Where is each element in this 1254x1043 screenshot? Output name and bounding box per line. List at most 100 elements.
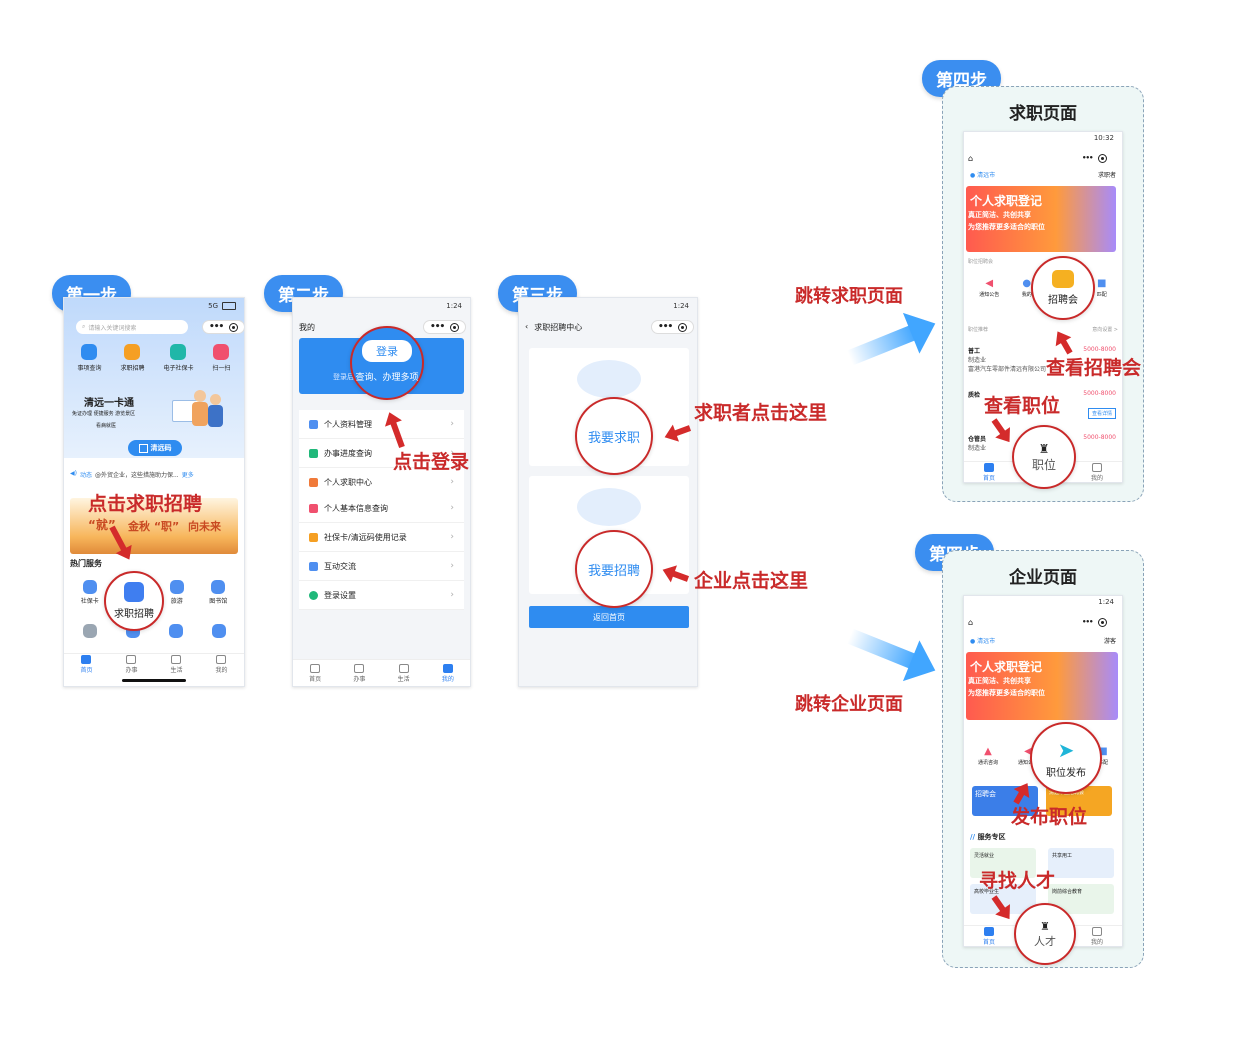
back-home-button[interactable]: 返回首页 (529, 606, 689, 628)
callout-login[interactable]: 登录 查询、办理多项 (350, 326, 424, 400)
tab-mine[interactable]: 我的 (1091, 926, 1103, 946)
menu-item-interaction[interactable]: 互动交流› (299, 552, 464, 581)
back-arrow-icon[interactable]: ‹ (525, 322, 529, 331)
tab-home[interactable]: 首页 (983, 462, 995, 482)
icon-match[interactable]: ■匹配 (1097, 746, 1108, 766)
tab-home[interactable]: 首页 (309, 663, 321, 683)
chevron-right-icon: › (450, 419, 454, 429)
job-fair-icon (1052, 270, 1074, 288)
menu-item-usage-record[interactable]: 社保卡/清远码使用记录› (299, 523, 464, 552)
annotation-company: 企业点击这里 (694, 570, 809, 592)
callout-job-tab[interactable]: ♜ 职位 (1012, 425, 1076, 489)
login-button[interactable]: 登录 (362, 340, 412, 362)
svc-shared[interactable]: 共享用工 (1048, 848, 1114, 878)
menu-item-login-settings[interactable]: 登录设置› (299, 581, 464, 610)
progress-icon (309, 448, 318, 458)
service-library[interactable]: 图书馆 (209, 580, 227, 605)
icon-consult[interactable]: ▲通讯咨询 (977, 746, 998, 766)
user-icon (442, 663, 453, 673)
capsule-menu[interactable]: ••• (1082, 154, 1108, 163)
page-title: 我的 (299, 323, 315, 332)
company-banner[interactable]: 个人求职登记 真正简洁、共创共享 为您推荐更多适合的职位 (966, 652, 1118, 720)
match-icon: ■ (1097, 278, 1107, 289)
settings-icon (309, 590, 318, 600)
calendar-icon (126, 654, 137, 664)
tab-bar: 首页 办事 生活 我的 (64, 653, 244, 674)
callout-seek[interactable]: 我要求职 (575, 397, 653, 475)
page-title: 求职招聘中心 (534, 323, 583, 332)
more-icon: ••• (209, 322, 224, 332)
search-input[interactable]: ⌕请输入关键词搜索 (76, 320, 188, 334)
home-icon[interactable]: ⌂ (968, 154, 974, 163)
more-icon: ••• (430, 322, 445, 332)
tab-life[interactable]: 生活 (170, 654, 183, 674)
capsule-menu[interactable]: ••• (423, 320, 467, 334)
quick-item-jobs[interactable]: 求职招聘 (120, 344, 145, 372)
tab-mine[interactable]: 我的 (215, 654, 228, 674)
city-selector[interactable]: ● 清远市 (970, 172, 996, 179)
quick-item-query[interactable]: 事项查询 (77, 344, 102, 372)
tab-mine[interactable]: 我的 (1091, 462, 1103, 482)
quick-item-scan[interactable]: 扫一扫 (212, 344, 231, 372)
news-more-link[interactable]: 更多 (181, 472, 194, 479)
more-icon: ••• (658, 322, 673, 332)
icon-mine[interactable]: ●我的 (1021, 278, 1032, 298)
icon-notice[interactable]: ◀通知公告 (1017, 746, 1038, 766)
match-icon: ■ (1098, 746, 1108, 757)
callout-recruit[interactable]: 我要招聘 (575, 530, 653, 608)
svc-flexible[interactable]: 灵活就业 (970, 848, 1036, 878)
city-selector[interactable]: ● 清远市 (970, 638, 996, 645)
job-item-2[interactable]: 质检 5000-8000 查看详情 (968, 390, 1116, 419)
icon-notice[interactable]: ◀通知公告 (979, 278, 1000, 298)
menu-item-progress[interactable]: 办事进度查询› (299, 439, 464, 468)
news-ticker[interactable]: ◀) 动态 @外贸企业，这些措施助力保... 更多 (70, 470, 238, 479)
job-item-1[interactable]: 普工 制造业 富港汽车零部件清远有限公司 5000-8000 (968, 346, 1116, 373)
service-travel[interactable]: 旅游 (169, 580, 184, 605)
tie-icon: ♜ (1038, 441, 1050, 456)
icon-match[interactable]: ■匹配 (1096, 278, 1107, 298)
capsule-menu[interactable]: ••• (651, 320, 695, 334)
recruit-button[interactable]: 我要招聘 (587, 563, 640, 579)
capsule-menu[interactable]: ••• (1082, 618, 1108, 627)
job-item-3[interactable]: 仓管员 制造业 5000-8000 (968, 434, 1116, 452)
qr-code-button[interactable]: 清远码 (128, 440, 182, 456)
speaker-icon: ◀) (70, 470, 77, 477)
apps-icon[interactable] (211, 624, 226, 638)
menu-item-job-center[interactable]: 个人求职中心› (299, 468, 464, 497)
bus-icon[interactable] (82, 624, 97, 638)
capsule-menu[interactable]: ••• (202, 320, 244, 334)
quick-item-social-card[interactable]: 电子社保卡 (163, 344, 194, 372)
location-pin-icon: ● (970, 638, 976, 645)
role-label: 求职者 (1097, 172, 1116, 179)
tab-services[interactable]: 办事 (125, 654, 138, 674)
seeker-banner[interactable]: 个人求职登记 真正简洁、共创共享 为您推荐更多适合的职位 (966, 186, 1116, 252)
person-icon (124, 344, 141, 360)
tab-life[interactable]: 生活 (398, 663, 410, 683)
tab-home[interactable]: 首页 (80, 654, 93, 674)
home-indicator (122, 679, 186, 682)
callout-talent-tab[interactable]: ♜ 人才 (1014, 903, 1076, 965)
callout-publish-job[interactable]: ➤ 职位发布 (1030, 722, 1102, 794)
cup-icon (398, 663, 409, 673)
rec-more-link[interactable]: 意向设置 > (1092, 327, 1118, 333)
person-icon[interactable] (168, 624, 183, 638)
tab-services[interactable]: 办事 (353, 663, 365, 683)
card-subtitle: 免证办理 便捷服务 游览景区 (72, 411, 136, 417)
tab-mine[interactable]: 我的 (442, 663, 454, 683)
tab-home[interactable]: 首页 (983, 926, 995, 946)
news-text: @外贸企业，这些措施助力保... (94, 472, 179, 479)
autumn-banner[interactable]: “就” 金秋 “职” 向未来 (70, 498, 238, 554)
menu-item-basic-info[interactable]: 个人基本信息查询› (299, 494, 464, 523)
service-zone-title: // 服务专区 (970, 833, 1006, 841)
seek-button[interactable]: 我要求职 (587, 430, 640, 446)
chevron-right-icon: › (450, 590, 454, 600)
job-detail-button[interactable]: 查看详情 (1087, 408, 1116, 419)
home-icon[interactable]: ⌂ (968, 618, 974, 627)
service-social-card[interactable]: 社保卡 (81, 580, 99, 605)
callout-job-fair[interactable]: 招聘会 (1031, 256, 1095, 320)
status-bar: 1:24 (1098, 598, 1114, 606)
more-icon: ••• (1082, 154, 1093, 162)
callout-jobs[interactable]: 求职招聘 (104, 571, 164, 631)
person-icon (309, 477, 318, 487)
status-bar: 1:24 (446, 302, 462, 310)
